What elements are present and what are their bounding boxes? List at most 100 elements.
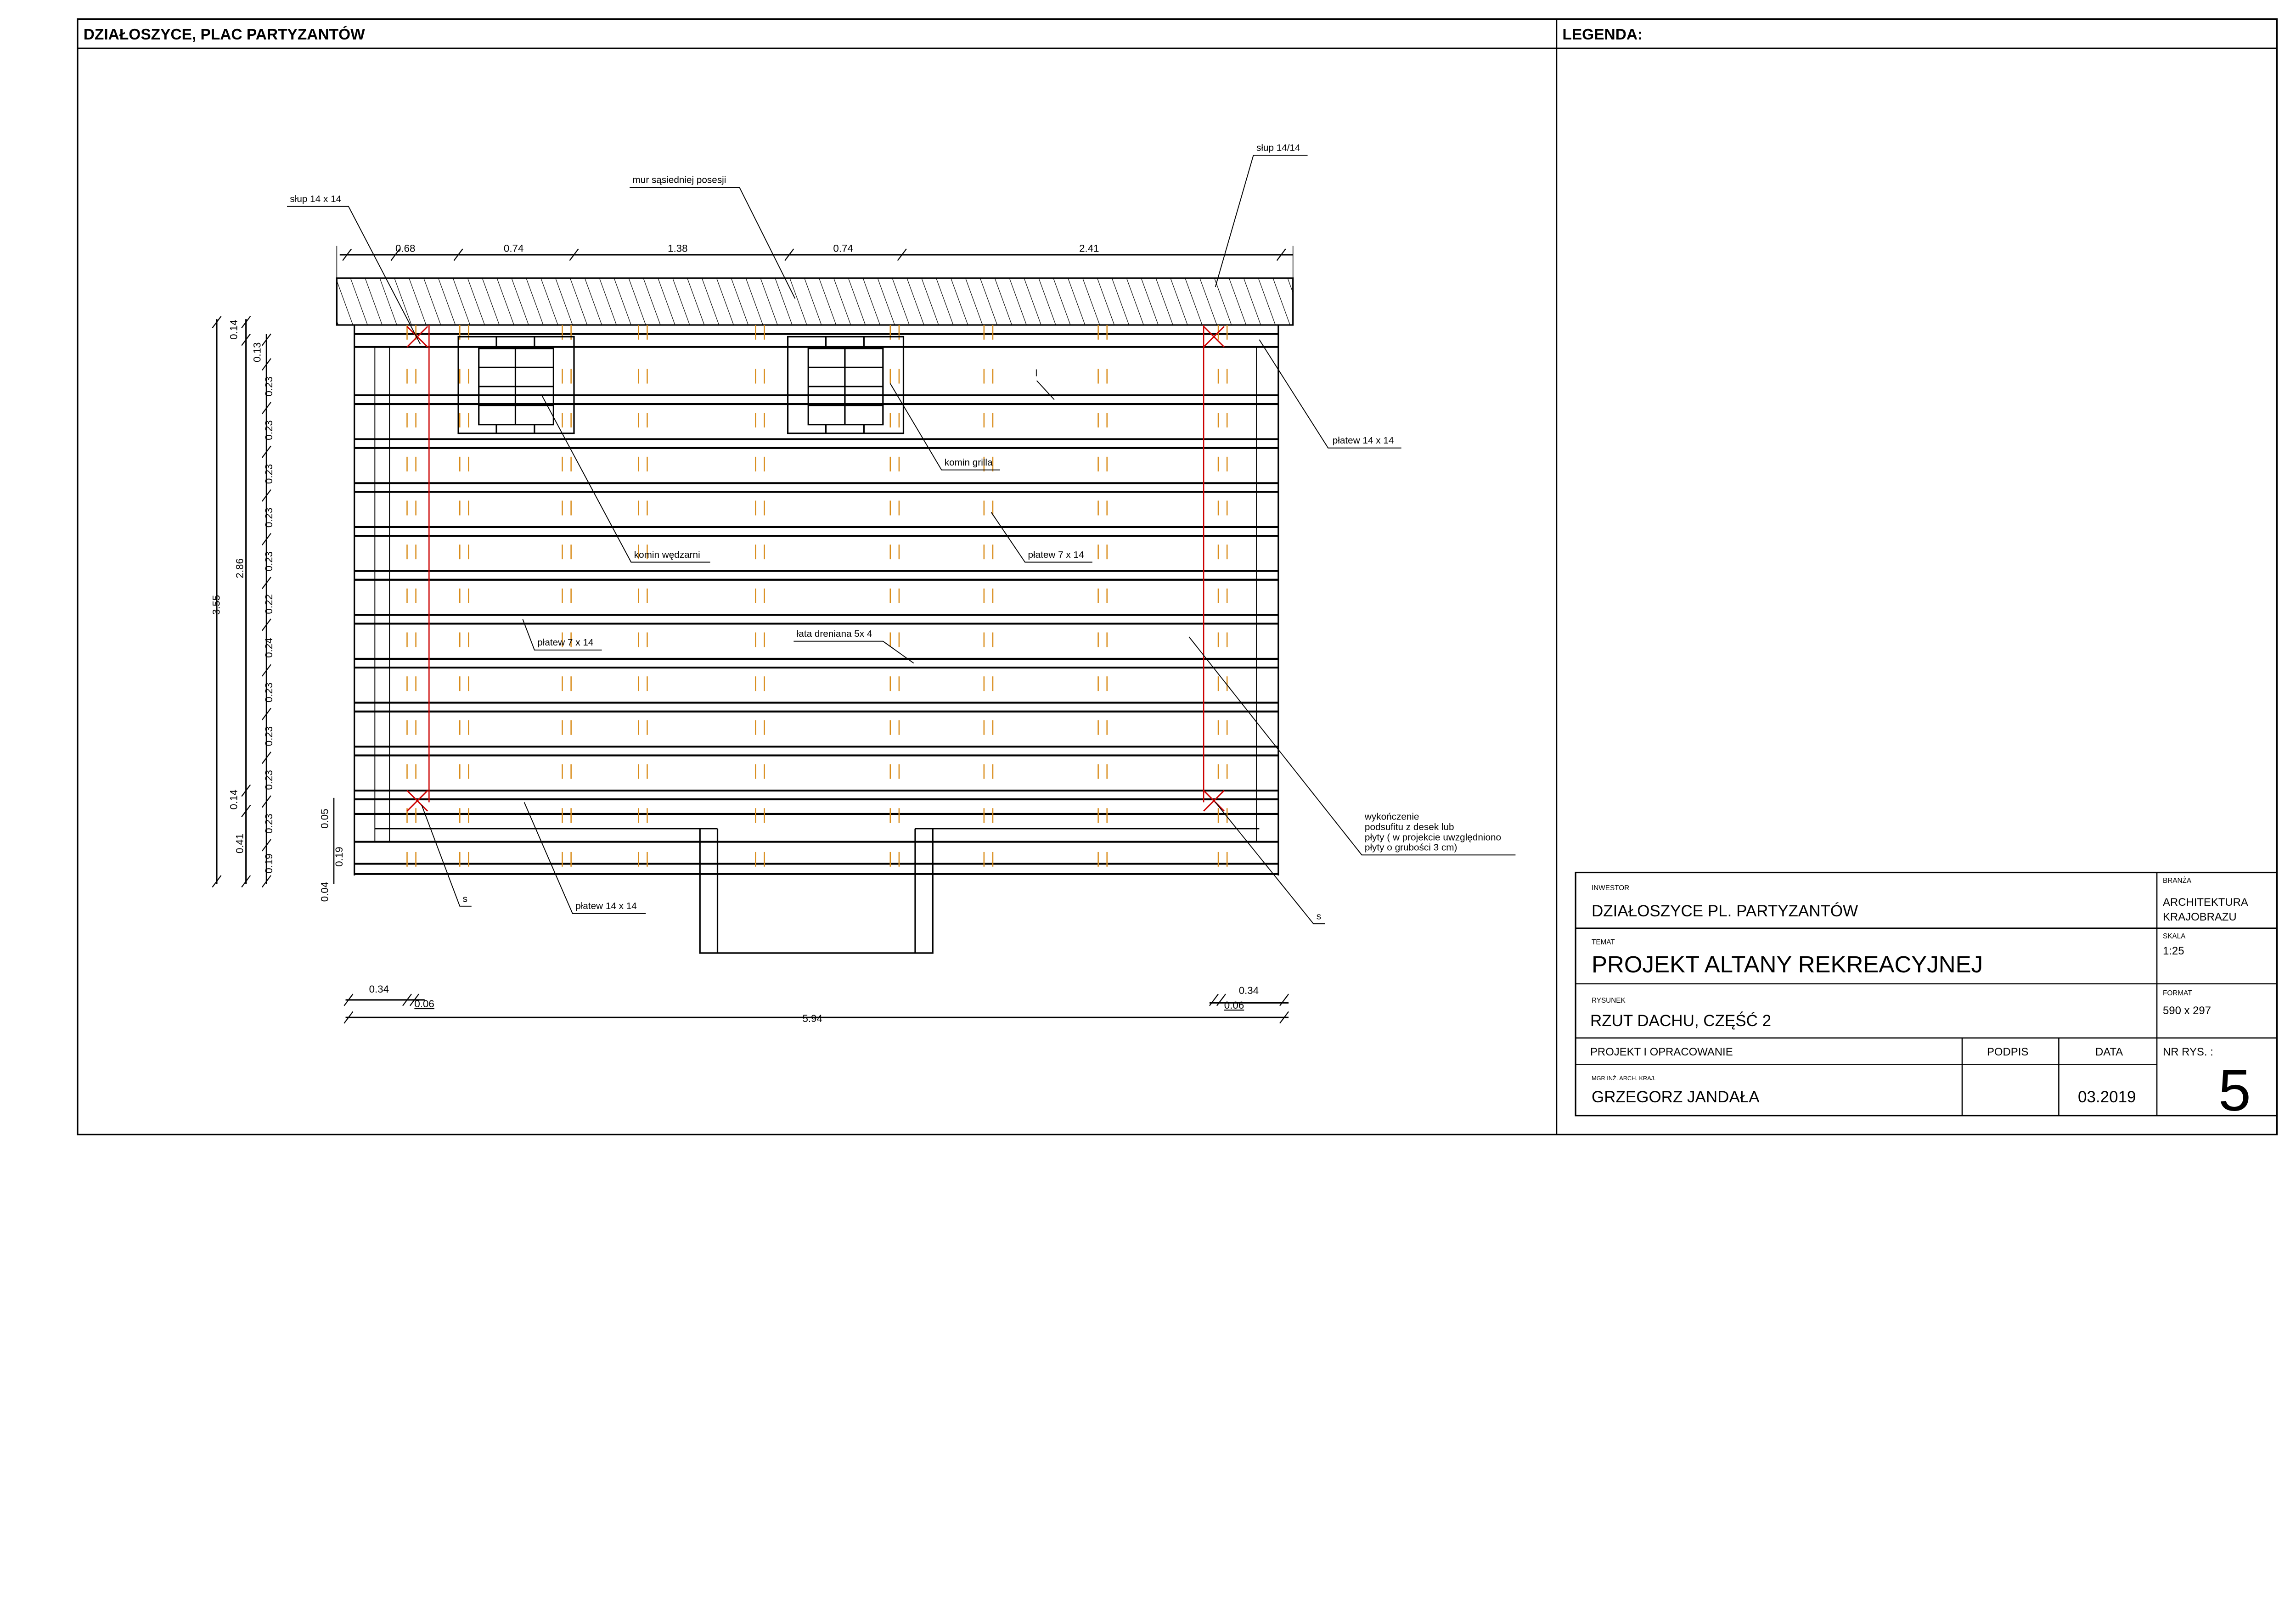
post-cross-icon bbox=[406, 326, 428, 348]
drawing-sheet: DZIAŁOSZYCE, PLAC PARTYZANTÓW LEGENDA: 0… bbox=[77, 18, 2278, 1135]
dimension-tick bbox=[212, 316, 222, 328]
post-cross-icon bbox=[1203, 790, 1225, 812]
tb-format-label: FORMAT bbox=[2163, 989, 2192, 998]
tb-temat-label: TEMAT bbox=[1592, 938, 1615, 946]
annotation-grill-chimney: komin grilla bbox=[889, 383, 1000, 471]
dim-bottom-left: 0.34 bbox=[369, 983, 389, 995]
dim-top-1: 0.68 bbox=[395, 242, 415, 254]
dim-bottom-total: 5.94 bbox=[802, 1013, 822, 1024]
tb-temat: PROJEKT ALTANY REKREACYJNEJ bbox=[1592, 951, 1983, 977]
dimension-tick bbox=[261, 489, 271, 502]
tb-podpis-label: PODPIS bbox=[1987, 1045, 2029, 1058]
neighbour-wall bbox=[336, 277, 1294, 326]
dimension-tick bbox=[261, 752, 271, 764]
dim-left-detail: 0.23 bbox=[263, 770, 275, 790]
dimension-tick bbox=[1216, 994, 1226, 1006]
svg-text:łata dreniana 5x 4: łata dreniana 5x 4 bbox=[797, 629, 872, 639]
dimension-tick bbox=[390, 248, 400, 261]
dimension-tick bbox=[897, 248, 907, 261]
tb-nr-label: NR RYS. : bbox=[2163, 1045, 2213, 1058]
svg-text:s: s bbox=[463, 893, 467, 904]
legend-title: LEGENDA: bbox=[1562, 26, 1643, 43]
dimension-tick bbox=[402, 994, 412, 1006]
annotation-purlin-top: płatew 14 x 14 bbox=[1259, 339, 1401, 449]
tb-author: GRZEGORZ JANDAŁA bbox=[1592, 1088, 1760, 1106]
dimension-tick bbox=[261, 664, 271, 677]
annotation-wall: mur sąsiedniej posesji bbox=[630, 175, 796, 299]
tb-skala: 1:25 bbox=[2163, 944, 2184, 957]
dim-left-detail: 0.23 bbox=[263, 420, 275, 440]
bottom-extension bbox=[375, 828, 1260, 954]
dim-left-mid: 2.86 bbox=[234, 558, 245, 578]
dimension-tick bbox=[261, 358, 271, 371]
smokehouse-chimney bbox=[457, 336, 575, 434]
dimension-tick bbox=[261, 533, 271, 545]
dimension-tick bbox=[342, 248, 352, 261]
dim-small-3: 0.04 bbox=[319, 882, 330, 902]
dim-left-detail: 0.23 bbox=[263, 726, 275, 746]
dim-left-detail: 0.23 bbox=[263, 508, 275, 528]
dimension-tick bbox=[261, 839, 271, 852]
dim-top-4: 0.74 bbox=[833, 242, 853, 254]
tb-rysunek: RZUT DACHU, CZĘŚĆ 2 bbox=[1590, 1012, 1772, 1030]
tb-data-label: DATA bbox=[2095, 1045, 2123, 1058]
svg-text:płyty o grubości 3 cm): płyty o grubości 3 cm) bbox=[1365, 842, 1458, 853]
dim-left-part-bottom: 0.14 bbox=[228, 790, 240, 809]
annotations: słup 14 x 14 mur sąsiedniej posesji słup… bbox=[287, 142, 1516, 925]
dimension-tick bbox=[1209, 994, 1219, 1006]
post-cross-icon bbox=[406, 790, 428, 812]
dim-small-2: 0.19 bbox=[333, 847, 345, 866]
title-block-lines bbox=[1575, 871, 2278, 1117]
dim-small-1: 0.05 bbox=[319, 808, 330, 828]
dimension-tick bbox=[569, 248, 579, 261]
tb-nr: 5 bbox=[2218, 1058, 2251, 1123]
dimension-tick bbox=[261, 875, 271, 888]
annotation-purlin-bottom: płatew 14 x 14 bbox=[523, 802, 646, 914]
dim-left-part-top: 0.14 bbox=[228, 320, 240, 339]
dim-left-detail: 0.23 bbox=[263, 376, 275, 396]
svg-text:płatew 7 x 14: płatew 7 x 14 bbox=[537, 637, 593, 648]
dimension-tick bbox=[784, 248, 794, 261]
tb-branza-1: ARCHITEKTURA bbox=[2163, 896, 2248, 909]
sheet-frame bbox=[77, 18, 2278, 1135]
dim-left-detail: 0.23 bbox=[263, 464, 275, 484]
dimension-tick bbox=[241, 875, 251, 888]
bottom-dimension: 0.34 0.06 0.34 0.06 5.94 bbox=[343, 983, 1289, 1024]
tb-branza-label: BRANŻA bbox=[2163, 876, 2192, 885]
svg-text:płatew 14 x 14: płatew 14 x 14 bbox=[575, 901, 637, 911]
tb-rysunek-label: RYSUNEK bbox=[1592, 997, 1626, 1005]
annotation-post-right: słup 14/14 bbox=[1215, 142, 1308, 287]
left-dimensions: 3.55 2.86 0.14 0.14 0.41 0.130.230.230.2… bbox=[210, 316, 345, 902]
roof-plan bbox=[354, 325, 1279, 876]
dimension-tick bbox=[1279, 994, 1289, 1006]
svg-text:wykończenie: wykończenie bbox=[1364, 812, 1419, 822]
annotation-l: l bbox=[1035, 368, 1055, 400]
annotation-s-right: s bbox=[1215, 802, 1325, 925]
dimension-tick bbox=[261, 402, 271, 415]
svg-text:słup 14 x 14: słup 14 x 14 bbox=[290, 194, 341, 204]
svg-text:l: l bbox=[1035, 368, 1037, 379]
annotation-post-left: słup 14 x 14 bbox=[287, 194, 421, 344]
dim-left-detail: 0.23 bbox=[263, 814, 275, 833]
tb-skala-label: SKALA bbox=[2163, 932, 2186, 941]
dim-left-detail: 0.23 bbox=[263, 683, 275, 702]
dim-left-detail: 0.22 bbox=[263, 594, 275, 614]
dim-left-detail: 0.23 bbox=[263, 551, 275, 571]
sheet: DZIAŁOSZYCE, PLAC PARTYZANTÓW LEGENDA: 0… bbox=[77, 18, 2278, 1135]
tb-projekt-label: PROJEKT I OPRACOWANIE bbox=[1590, 1045, 1733, 1058]
dimension-tick bbox=[261, 333, 271, 346]
annotation-s-left: s bbox=[421, 805, 472, 907]
svg-text:komin grilla: komin grilla bbox=[945, 457, 993, 468]
dim-left-detail: 0.13 bbox=[252, 342, 263, 362]
annotation-batten: łata dreniana 5x 4 bbox=[793, 629, 914, 664]
svg-text:komin wędzarni: komin wędzarni bbox=[634, 550, 700, 560]
dimension-tick bbox=[261, 795, 271, 808]
dim-left-detail: 0.24 bbox=[263, 638, 275, 657]
annotation-purlin-mid-left: płatew 7 x 14 bbox=[522, 619, 602, 651]
dimension-tick bbox=[241, 316, 251, 328]
tb-inwestor-label: INWESTOR bbox=[1592, 884, 1630, 892]
svg-text:mur sąsiedniej posesji: mur sąsiedniej posesji bbox=[633, 175, 726, 185]
dimension-tick bbox=[241, 333, 251, 346]
annotation-purlin-mid-right: płatew 7 x 14 bbox=[991, 512, 1092, 563]
dim-bottom-left-small: 0.06 bbox=[414, 998, 434, 1010]
